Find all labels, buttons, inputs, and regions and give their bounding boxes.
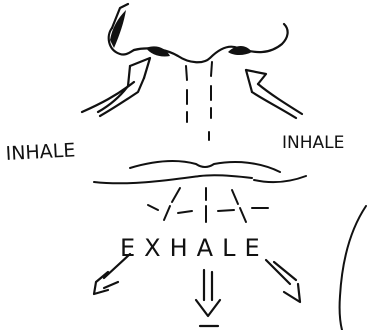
nose-drawing [109,4,288,62]
philtrum-lines [186,62,212,140]
exhale-breath-lines [148,188,268,222]
inhale-arrow-right [246,70,302,118]
inhale-label-left: INHALE [5,139,76,165]
inhale-arrow-left [82,58,150,116]
inhale-label-right: INHALE [282,133,344,153]
exhale-arrow-center [196,270,220,326]
exhale-label: EXHALE [120,234,269,262]
lips-drawing [94,161,306,183]
exhale-arrow-right [266,260,300,302]
jaw-line [340,206,366,330]
